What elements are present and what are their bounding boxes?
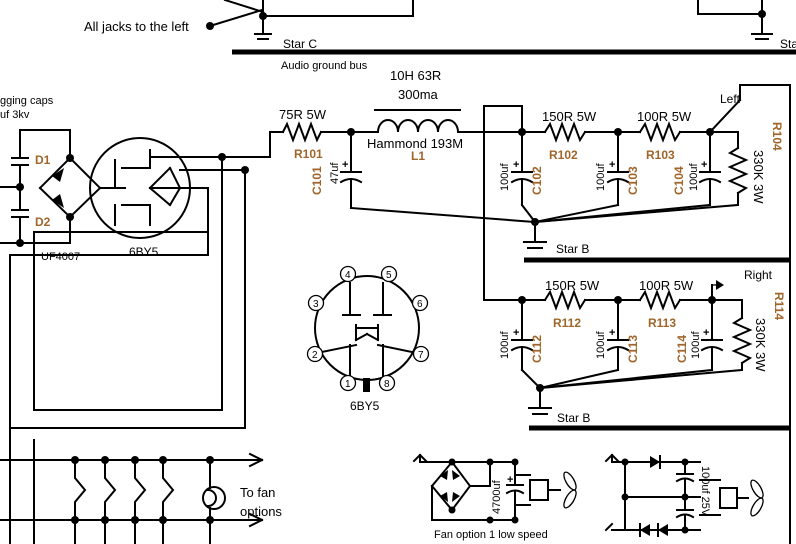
top-left-jack-area xyxy=(206,0,414,40)
c113-value: 100uf xyxy=(595,331,607,359)
r113-value: 100R 5W xyxy=(639,278,694,293)
right-channel: + + + xyxy=(483,280,753,415)
svg-text:+: + xyxy=(701,159,707,171)
pin-2: 2 xyxy=(312,350,318,361)
r113-ref: R113 xyxy=(648,316,676,330)
r103-ref: R103 xyxy=(646,148,675,162)
c104-value: 100uf xyxy=(688,163,700,191)
c114-ref: C114 xyxy=(675,335,689,363)
r112-ref: R112 xyxy=(553,316,581,330)
tube-base-diagram xyxy=(306,265,430,392)
fan-cap-value: 4700uf xyxy=(491,479,503,514)
rectifier-tube xyxy=(89,137,191,239)
c113-ref: C113 xyxy=(626,335,640,363)
svg-text:+: + xyxy=(507,474,513,486)
diode-bridge xyxy=(19,129,102,244)
bridging-caps-value: uf 3kv xyxy=(0,109,30,121)
r114-ref: R114 xyxy=(772,292,786,320)
junction-box xyxy=(483,105,546,301)
r104-ref: R104 xyxy=(770,122,784,151)
svg-text:+: + xyxy=(342,159,348,171)
star-b2-label: Star B xyxy=(557,411,590,425)
fan-cap2-value: 100uf 25V xyxy=(699,466,711,517)
top-right-jack-area xyxy=(697,0,773,40)
right-label: Right xyxy=(744,268,773,282)
left-channel: + + + xyxy=(349,84,791,301)
fan-option-2 xyxy=(604,453,764,537)
c104-ref: C104 xyxy=(672,166,686,195)
pin-5: 5 xyxy=(386,270,392,281)
d2-label: D2 xyxy=(35,215,51,229)
pin-4: 4 xyxy=(345,270,351,281)
r101-resistor xyxy=(269,121,355,143)
d1-label: D1 xyxy=(35,153,51,167)
diode-part-label: UF4007 xyxy=(41,251,80,263)
pin-6: 6 xyxy=(417,299,423,310)
bridging-caps xyxy=(0,129,29,247)
rectifier-tube-label: 6BY5 xyxy=(129,245,159,259)
rectifier-wiring xyxy=(9,131,271,429)
star-b1-label: Star B xyxy=(556,242,589,256)
l1-ref: L1 xyxy=(411,149,425,163)
fan-option-label: Fan option 1 low speed xyxy=(434,529,548,541)
l1-choke xyxy=(350,109,485,134)
pin-7: 7 xyxy=(418,350,424,361)
c101-ref: C101 xyxy=(310,166,324,195)
bridging-caps-label: gging caps xyxy=(0,95,54,107)
r101-ref: R101 xyxy=(294,147,323,161)
r112-value: 150R 5W xyxy=(545,278,600,293)
svg-text:+: + xyxy=(703,327,709,339)
c101-value: 47uf xyxy=(329,162,341,184)
fan-options-label: options xyxy=(240,504,282,519)
r103-value: 100R 5W xyxy=(637,109,692,124)
jacks-note: All jacks to the left xyxy=(84,19,189,34)
l1-model: Hammond 193M xyxy=(367,136,463,151)
tube-base-label: 6BY5 xyxy=(350,399,380,413)
fan-option-1: + xyxy=(412,453,577,524)
c103-ref: C103 xyxy=(626,166,640,195)
c102-value: 100uf xyxy=(499,163,511,191)
r114-value: 330K 3W xyxy=(753,318,768,372)
r104-value: 330K 3W xyxy=(751,150,766,204)
bottom-wiring xyxy=(0,427,264,544)
svg-text:+: + xyxy=(609,327,615,339)
svg-text:+: + xyxy=(609,159,615,171)
pin-3: 3 xyxy=(313,299,319,310)
l1-current: 300ma xyxy=(398,87,439,102)
c102-ref: C102 xyxy=(530,166,544,195)
audio-ground-bus-label: Audio ground bus xyxy=(281,60,368,72)
left-label: Left xyxy=(720,92,741,106)
c103-value: 100uf xyxy=(595,163,607,191)
r101-value: 75R 5W xyxy=(279,107,327,122)
r102-value: 150R 5W xyxy=(542,109,597,124)
svg-text:+: + xyxy=(513,327,519,339)
r102-ref: R102 xyxy=(549,148,578,162)
pin-8: 8 xyxy=(384,379,390,390)
l1-spec: 10H 63R xyxy=(390,68,441,83)
c112-ref: C112 xyxy=(530,335,544,363)
c101-capacitor: + xyxy=(339,131,363,209)
star-c-right-label: Star C xyxy=(780,37,796,51)
c112-value: 100uf xyxy=(499,331,511,359)
svg-text:+: + xyxy=(513,159,519,171)
pin-1: 1 xyxy=(345,379,351,390)
c114-value: 100uf xyxy=(690,331,702,359)
star-c-label: Star C xyxy=(283,37,317,51)
to-fan-label: To fan xyxy=(240,485,275,500)
